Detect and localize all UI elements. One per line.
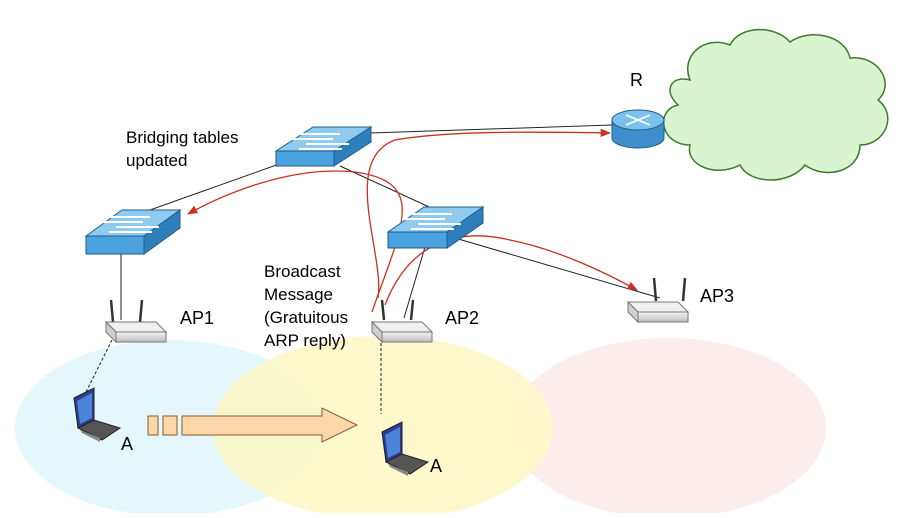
movement-arrow (147, 407, 359, 443)
access-point-icon (104, 299, 168, 344)
client-a-old-label: A (121, 434, 133, 454)
link-core-switch2 (339, 165, 441, 213)
laptop-old-position (73, 387, 122, 442)
switch-2 (386, 206, 485, 249)
broadcast-label-line3: (Gratuitous (264, 308, 348, 327)
ap2-label: AP2 (445, 308, 479, 328)
movement-trail-2 (162, 415, 178, 436)
labels: Bridging tables updated Broadcast Messag… (121, 70, 734, 476)
switch-icon (84, 209, 182, 255)
broadcast-label-line2: Message (264, 285, 333, 304)
access-point-ap3 (626, 277, 690, 324)
bridging-label-line1: Bridging tables (126, 128, 238, 147)
flow-to-ap3 (384, 235, 638, 306)
coverage-cells (15, 336, 826, 518)
router-icon (611, 109, 665, 149)
laptop-new-position (381, 421, 430, 476)
laptop-icon (73, 387, 122, 442)
router (611, 109, 665, 149)
ap1-label: AP1 (180, 308, 214, 328)
wired-links (120, 124, 661, 320)
switch-icon (386, 206, 485, 249)
router-label: R (630, 70, 643, 90)
cloud-icon (662, 28, 889, 181)
link-switch2-ap2 (403, 246, 426, 319)
broadcast-label-line4: ARP reply) (264, 331, 346, 350)
broadcast-label-line1: Broadcast (264, 262, 341, 281)
movement-arrow-body (181, 407, 359, 443)
flow-to-router (366, 128, 612, 299)
link-core-router (369, 124, 613, 134)
access-point-ap1 (104, 299, 168, 344)
switch-1 (84, 209, 182, 255)
core-switch (274, 126, 373, 167)
access-point-ap2 (370, 299, 434, 344)
laptop-icon (381, 421, 430, 476)
switch-icon (274, 126, 373, 167)
ap2-coverage-cell (213, 336, 553, 518)
access-point-icon (370, 299, 434, 344)
link-switch2-ap3 (454, 237, 661, 299)
client-a-new-label: A (430, 456, 442, 476)
ap3-coverage-cell (510, 338, 826, 518)
access-point-icon (626, 277, 690, 324)
movement-trail-1 (147, 415, 159, 436)
bridging-label-line2: updated (126, 151, 187, 170)
wireless-links (85, 338, 382, 414)
ap3-label: AP3 (700, 286, 734, 306)
link-core-switch1 (149, 162, 283, 211)
